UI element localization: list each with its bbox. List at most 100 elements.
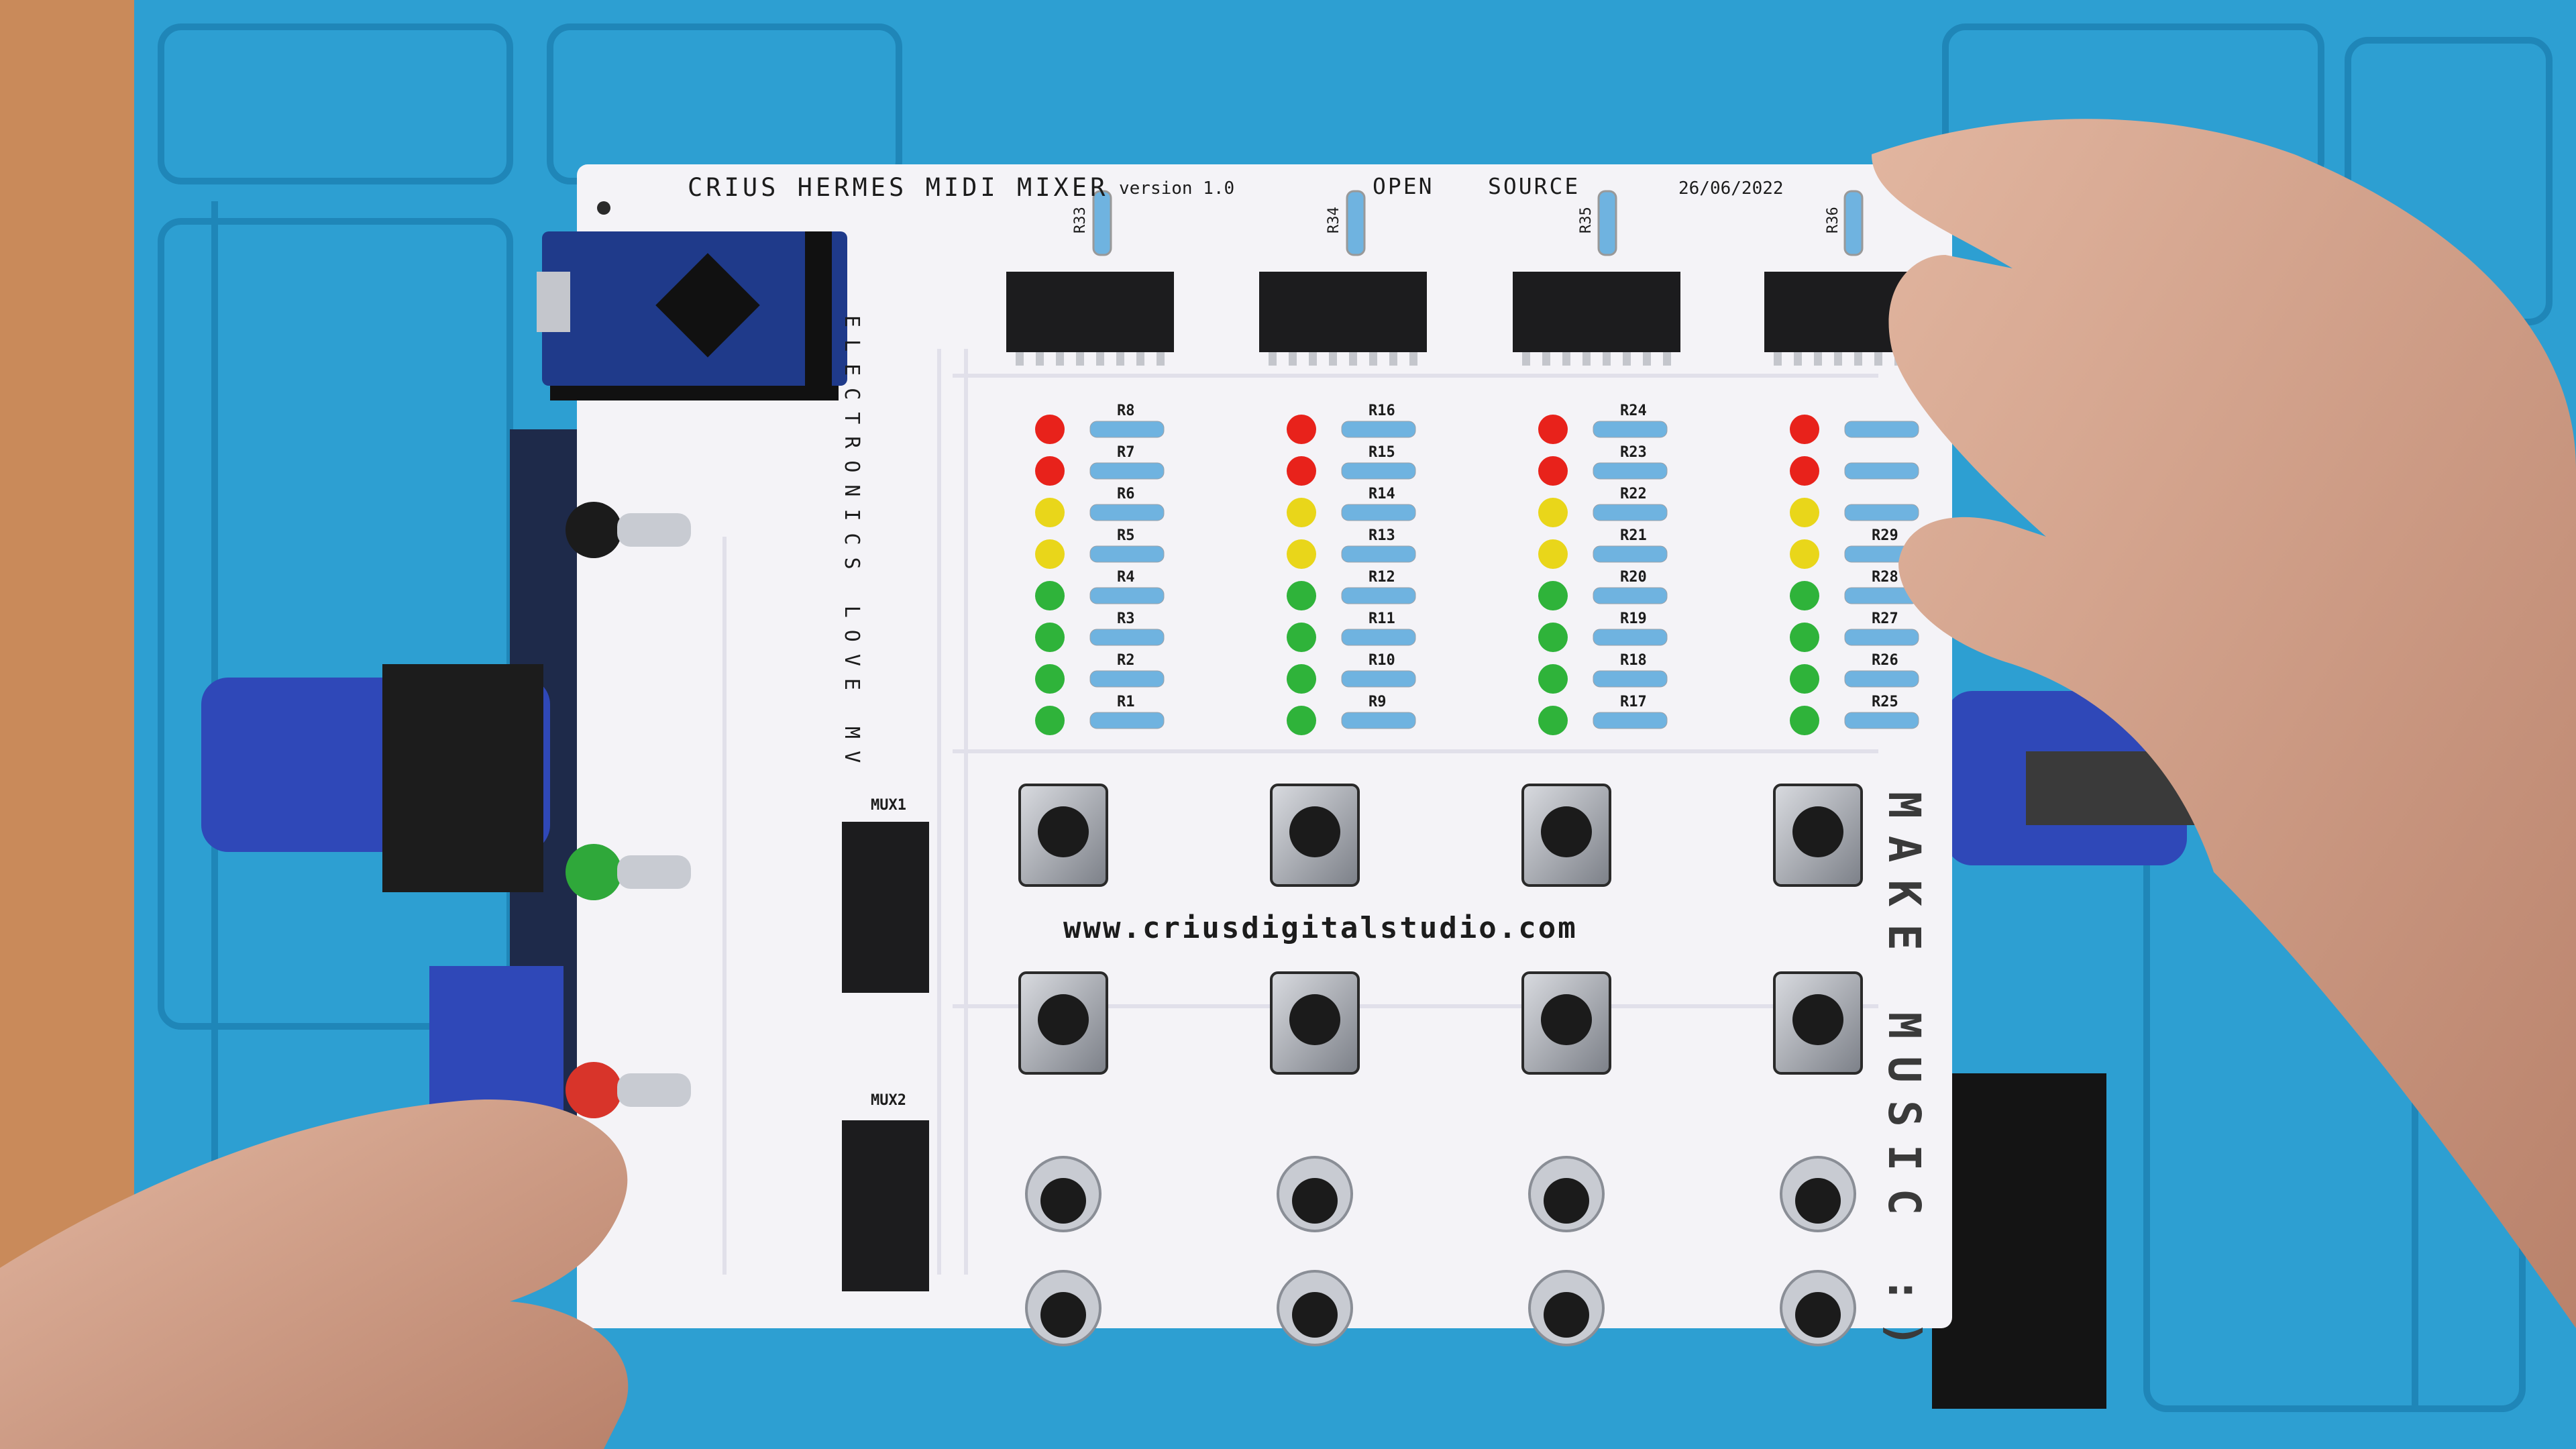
resistor xyxy=(1593,462,1668,480)
led xyxy=(1790,664,1819,694)
mux1-label: MUX1 xyxy=(871,797,906,814)
led xyxy=(1287,664,1316,694)
led xyxy=(1035,456,1065,486)
resistor xyxy=(1844,712,1919,729)
resistor-label: R12 xyxy=(1368,569,1395,586)
resistor-label: R1 xyxy=(1117,694,1135,710)
led xyxy=(1035,706,1065,735)
resistor xyxy=(1089,587,1165,604)
potentiometers xyxy=(1018,784,1863,1075)
resistor-label: R6 xyxy=(1117,486,1135,502)
resistor-label: R15 xyxy=(1368,444,1395,461)
potentiometer-knob xyxy=(1038,806,1089,857)
vise xyxy=(201,429,2200,1409)
potentiometer-knob xyxy=(1792,806,1843,857)
resistor xyxy=(1341,504,1416,521)
resistor xyxy=(1844,670,1919,688)
led xyxy=(1790,498,1819,527)
date-label: 26/06/2022 xyxy=(1678,178,1784,199)
led xyxy=(1287,581,1316,610)
led xyxy=(1287,623,1316,652)
resistor xyxy=(1844,421,1919,438)
resistor xyxy=(1593,545,1668,563)
left-buttons xyxy=(566,502,691,1118)
resistor-label: R23 xyxy=(1620,444,1647,461)
resistor-label: R26 xyxy=(1872,652,1898,669)
resistor xyxy=(1593,712,1668,729)
led xyxy=(1287,539,1316,569)
push-button-cap xyxy=(1795,1178,1841,1224)
left-button-black xyxy=(566,502,622,558)
slogan-text: MAKE MUSIC :) xyxy=(1878,792,1930,1365)
left-button-red xyxy=(566,1062,622,1118)
resistor-label: R21 xyxy=(1620,527,1647,544)
arduino-pro-micro xyxy=(537,231,847,400)
led xyxy=(1790,415,1819,444)
potentiometer-knob xyxy=(1792,994,1843,1045)
push-button-cap xyxy=(1544,1178,1589,1224)
push-button-cap xyxy=(1040,1178,1086,1224)
resistor-label: R28 xyxy=(1872,569,1898,586)
resistor-label: R4 xyxy=(1117,569,1135,586)
resistor-label: R2 xyxy=(1117,652,1135,669)
led xyxy=(1538,664,1568,694)
led xyxy=(1538,498,1568,527)
resistor-label: R13 xyxy=(1368,527,1395,544)
version-label: version 1.0 xyxy=(1119,178,1235,199)
website-url: www.criusdigitalstudio.com xyxy=(1063,911,1578,945)
mux2-label: MUX2 xyxy=(871,1092,906,1109)
resistor xyxy=(1593,629,1668,646)
potentiometer-knob xyxy=(1289,994,1340,1045)
mux-ics xyxy=(842,822,929,1291)
resistor-label: R18 xyxy=(1620,652,1647,669)
resistor xyxy=(1341,587,1416,604)
led xyxy=(1287,415,1316,444)
ic-resistors xyxy=(1092,190,1864,256)
left-button-green xyxy=(566,844,622,900)
resistor-label: R17 xyxy=(1620,694,1647,710)
resistor-label: R3 xyxy=(1117,610,1135,627)
led xyxy=(1287,456,1316,486)
resistor-label: R19 xyxy=(1620,610,1647,627)
source-label: SOURCE xyxy=(1488,173,1580,199)
resistor xyxy=(1593,421,1668,438)
resistor-label: R24 xyxy=(1620,402,1647,419)
board-title: CRIUS HERMES MIDI MIXER xyxy=(688,173,1109,202)
right-hand xyxy=(1872,119,2576,1328)
led xyxy=(1538,706,1568,735)
resistor xyxy=(1341,670,1416,688)
resistor xyxy=(1341,421,1416,438)
resistor xyxy=(1844,629,1919,646)
led-columns xyxy=(1035,415,1919,735)
push-button-cap xyxy=(1544,1292,1589,1338)
resistor xyxy=(1341,545,1416,563)
resistor-label: R20 xyxy=(1620,569,1647,586)
led xyxy=(1035,664,1065,694)
led xyxy=(1035,623,1065,652)
led xyxy=(1790,539,1819,569)
resistor-label: R16 xyxy=(1368,402,1395,419)
resistor xyxy=(1089,421,1165,438)
led xyxy=(1538,581,1568,610)
mounting-hole xyxy=(597,201,610,215)
potentiometer-knob xyxy=(1541,994,1592,1045)
led xyxy=(1790,581,1819,610)
resistor xyxy=(1089,629,1165,646)
left-hand xyxy=(0,1099,629,1449)
ic-resistor-label: R34 xyxy=(1326,207,1342,233)
resistor-label: R29 xyxy=(1872,527,1898,544)
led xyxy=(1035,498,1065,527)
resistor xyxy=(1341,629,1416,646)
resistor-label: R5 xyxy=(1117,527,1135,544)
potentiometer-knob xyxy=(1289,806,1340,857)
resistor-label: R7 xyxy=(1117,444,1135,461)
resistor-label: R10 xyxy=(1368,652,1395,669)
open-label: OPEN xyxy=(1373,173,1434,199)
push-button-cap xyxy=(1040,1292,1086,1338)
led xyxy=(1287,706,1316,735)
led xyxy=(1790,706,1819,735)
resistor xyxy=(1844,504,1919,521)
potentiometer-knob xyxy=(1541,806,1592,857)
ic-resistor-label: R33 xyxy=(1072,207,1089,233)
